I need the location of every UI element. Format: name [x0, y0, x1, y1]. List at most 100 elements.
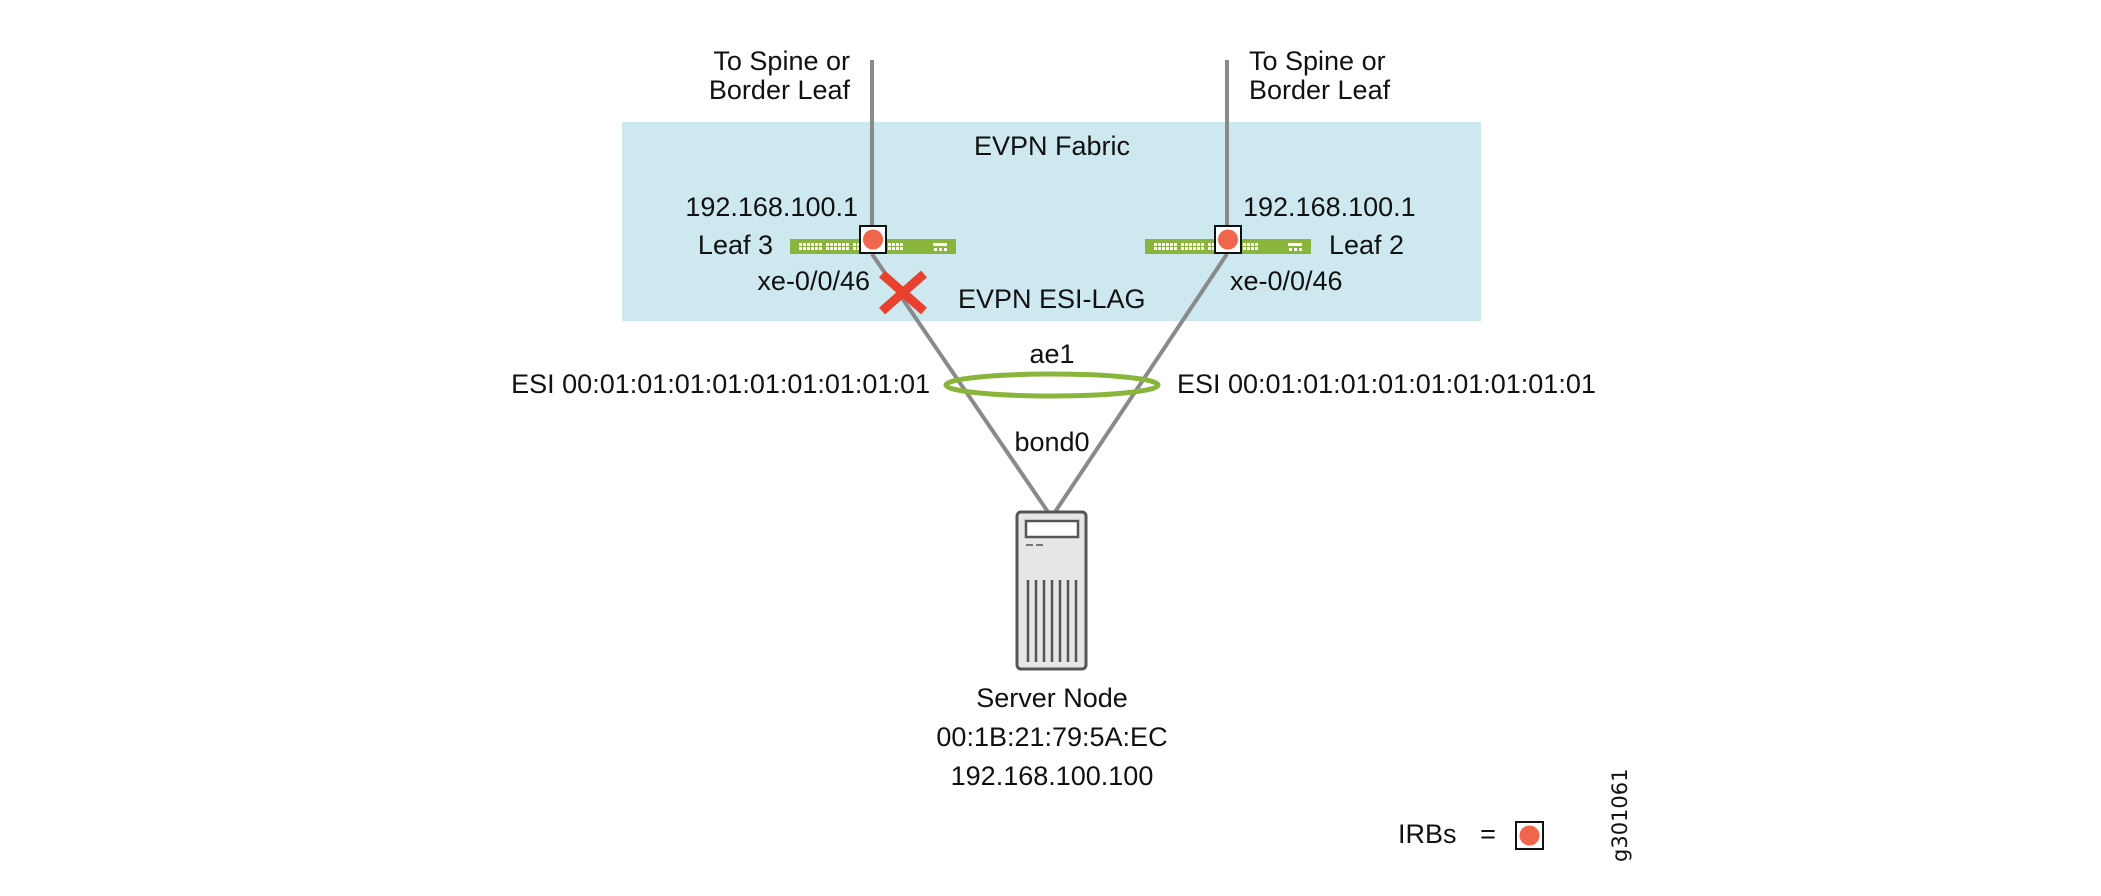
uplink-right-label-1: To Spine or	[1249, 46, 1386, 76]
switch-port	[1158, 247, 1161, 250]
fabric-label: EVPN Fabric	[974, 131, 1130, 161]
switch-port	[838, 243, 841, 246]
switch-port	[944, 248, 947, 251]
switch-port	[1255, 247, 1258, 250]
switch-port	[1162, 243, 1165, 246]
switch-port	[939, 248, 942, 251]
switch-port	[892, 247, 895, 250]
switch-port	[1208, 243, 1211, 246]
switch-port	[1197, 247, 1200, 250]
switch-port	[888, 243, 891, 246]
switch-ports	[799, 243, 947, 251]
switch-port	[1166, 243, 1169, 246]
switch-port	[1170, 247, 1173, 250]
bond0-label: bond0	[1014, 427, 1089, 457]
switch-port	[826, 243, 829, 246]
switch-port	[1243, 247, 1246, 250]
switch-port	[1174, 243, 1177, 246]
esi-right-label: ESI 00:01:01:01:01:01:01:01:01:01	[1177, 369, 1596, 399]
switch-port	[1189, 243, 1192, 246]
switch-port	[1185, 243, 1188, 246]
irb-dot	[1218, 229, 1238, 250]
leaf2-irb-ip: 192.168.100.1	[1243, 192, 1416, 222]
server-node-icon[interactable]	[1015, 510, 1088, 671]
uplink-right-label-2: Border Leaf	[1249, 75, 1391, 105]
server-name: Server Node	[976, 683, 1128, 713]
switch-port	[1299, 248, 1302, 251]
switch-port	[853, 247, 856, 250]
switch-port	[896, 243, 899, 246]
switch-port	[807, 243, 810, 246]
switch-port	[892, 243, 895, 246]
switch-port	[846, 247, 849, 250]
switch-mgmt-port	[933, 243, 947, 246]
switch-port	[1181, 243, 1184, 246]
switch-port	[900, 243, 903, 246]
switch-port	[1243, 243, 1246, 246]
switch-port	[803, 243, 806, 246]
switch-mgmt-port	[1288, 243, 1302, 246]
switch-port	[1247, 247, 1250, 250]
switch-port	[819, 247, 822, 250]
figure-id: g301061	[1608, 769, 1632, 863]
leaf2-switch[interactable]	[1145, 225, 1311, 254]
switch-port	[1255, 243, 1258, 246]
switch-port	[842, 243, 845, 246]
irb-dot	[863, 229, 883, 250]
link-leaf2-server	[1053, 252, 1229, 514]
legend-irb-dot	[1519, 825, 1540, 846]
link-failure-x-icon	[879, 270, 927, 315]
switch-port	[1197, 243, 1200, 246]
leaf3-interface: xe-0/0/46	[757, 266, 870, 296]
ae1-lag-ring	[943, 371, 1161, 399]
switch-port	[803, 247, 806, 250]
legend-equals: =	[1480, 819, 1496, 849]
switch-port	[834, 243, 837, 246]
switch-port	[834, 247, 837, 250]
server-vents	[1026, 580, 1078, 662]
leaf2-name: Leaf 2	[1329, 230, 1404, 260]
switch-port	[1158, 243, 1161, 246]
esi-left-label: ESI 00:01:01:01:01:01:01:01:01:01	[511, 369, 930, 399]
switch-port	[857, 247, 860, 250]
switch-port	[853, 243, 856, 246]
switch-port	[1201, 243, 1204, 246]
switch-port	[1289, 248, 1292, 251]
switch-port	[934, 248, 937, 251]
uplink-left-label-1: To Spine or	[713, 46, 850, 76]
switch-port	[1162, 247, 1165, 250]
switch-port	[826, 247, 829, 250]
switch-port	[1193, 247, 1196, 250]
esi-lag-label: EVPN ESI-LAG	[958, 284, 1146, 314]
evpn-fabric-region	[622, 122, 1481, 321]
leaf3-irb-ip: 192.168.100.1	[685, 192, 858, 222]
switch-port	[807, 247, 810, 250]
switch-port	[1189, 247, 1192, 250]
legend-irbs-label: IRBs	[1398, 819, 1457, 849]
switch-port	[811, 247, 814, 250]
switch-port	[815, 243, 818, 246]
switch-port	[1181, 247, 1184, 250]
leaf3-switch[interactable]	[790, 225, 956, 254]
switch-port	[799, 247, 802, 250]
switch-port	[838, 247, 841, 250]
switch-port	[1251, 243, 1254, 246]
switch-port	[1212, 247, 1215, 250]
switch-port	[1208, 247, 1211, 250]
switch-port	[819, 243, 822, 246]
switch-port	[799, 243, 802, 246]
switch-port	[1154, 243, 1157, 246]
switch-port	[1154, 247, 1157, 250]
ae1-label: ae1	[1029, 339, 1074, 369]
switch-port	[842, 247, 845, 250]
server-mac: 00:1B:21:79:5A:EC	[936, 722, 1167, 752]
switch-port	[1174, 247, 1177, 250]
switch-port	[1201, 247, 1204, 250]
switch-port	[811, 243, 814, 246]
switch-port	[1251, 247, 1254, 250]
switch-port	[815, 247, 818, 250]
switch-port	[900, 247, 903, 250]
switch-port	[1185, 247, 1188, 250]
switch-port	[1170, 243, 1173, 246]
leaf3-name: Leaf 3	[698, 230, 773, 260]
